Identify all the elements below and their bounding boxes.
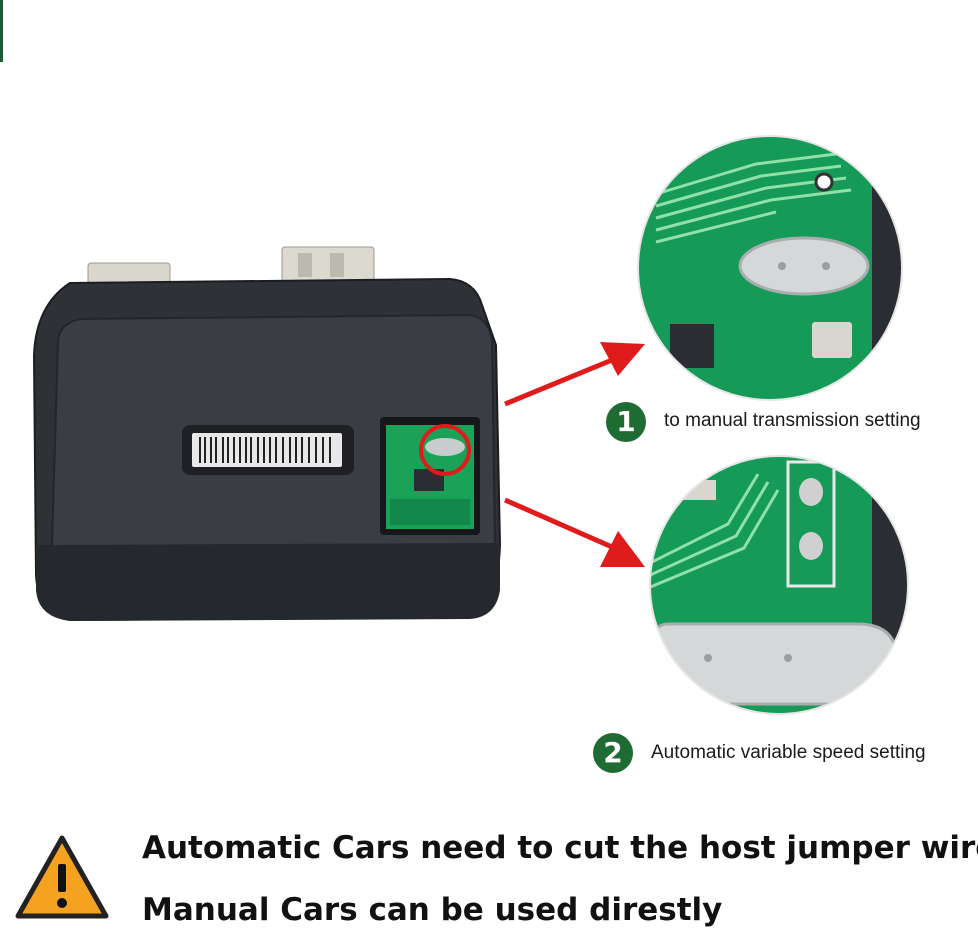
step-2-label: Automatic variable speed setting [651, 742, 926, 763]
warning-triangle-icon [15, 835, 109, 919]
arrow-to-step-2 [503, 497, 645, 567]
jumper-highlight-circle [419, 424, 471, 476]
step-2-badge: 2 [593, 733, 633, 773]
arrow-to-step-1 [504, 342, 645, 407]
pcb-zoom-circle-2 [649, 455, 909, 715]
step-1-label: to manual transmission setting [664, 410, 921, 431]
step-1-badge: 1 [606, 402, 646, 442]
edge-marker [0, 0, 3, 62]
note-automatic-cars: Automatic Cars need to cut the host jump… [142, 830, 978, 866]
note-manual-cars: Manual Cars can be used direstly [142, 892, 723, 928]
pcb-zoom-circle-1 [637, 135, 903, 401]
remote-starter-module [32, 246, 502, 622]
